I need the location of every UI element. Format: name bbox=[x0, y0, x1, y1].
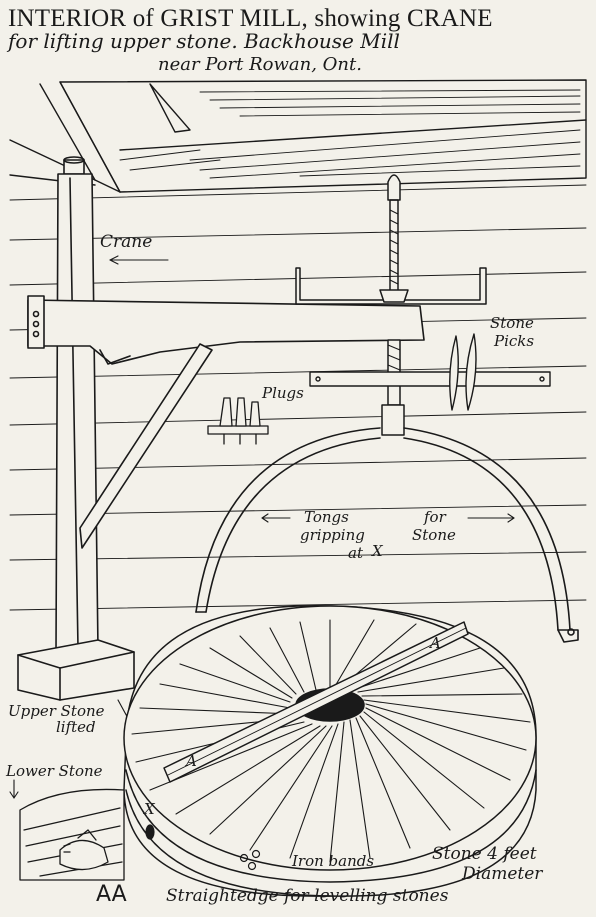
ceiling-hatching bbox=[119, 89, 581, 179]
crane-arm bbox=[27, 295, 425, 549]
label-for-stone-2: Stone bbox=[412, 526, 456, 544]
plugs bbox=[207, 397, 269, 445]
label-tongs-3: at bbox=[348, 544, 363, 562]
label-arrows bbox=[9, 255, 515, 799]
label-for-stone-1: for bbox=[424, 508, 446, 526]
lower-millstone bbox=[19, 788, 125, 881]
caption-aa: AA bbox=[96, 882, 127, 907]
caption-text: Straightedge for levelling stones bbox=[166, 886, 449, 906]
ceiling-beams bbox=[9, 79, 587, 193]
label-tongs-2: gripping bbox=[300, 526, 365, 544]
title-line-3: near Port Rowan, Ont. bbox=[158, 54, 362, 75]
label-stone-picks-1: Stone bbox=[490, 314, 534, 332]
marker-x: X bbox=[144, 800, 155, 818]
label-lower-stone: Lower Stone bbox=[6, 762, 103, 780]
label-upper-stone-1: Upper Stone bbox=[8, 702, 105, 720]
label-crane: Crane bbox=[100, 232, 153, 252]
crane-post bbox=[17, 156, 135, 701]
label-stone-size-2: Diameter bbox=[462, 864, 543, 884]
iron-band-bolts bbox=[145, 824, 261, 871]
label-stone-picks-2: Picks bbox=[494, 332, 535, 350]
marker-a-left: A bbox=[186, 752, 197, 770]
label-stone-size-1: Stone 4 feet bbox=[432, 844, 537, 864]
screw-assembly bbox=[295, 174, 487, 436]
title-line-2: for lifting upper stone. Backhouse Mill bbox=[8, 29, 400, 53]
stone-picks bbox=[309, 333, 551, 411]
label-plugs: Plugs bbox=[262, 384, 304, 402]
title-line-1: INTERIOR of GRIST MILL, showing CRANE bbox=[8, 5, 493, 32]
label-tongs-x: X bbox=[372, 542, 383, 560]
straightedge bbox=[163, 621, 469, 783]
marker-a-right: A bbox=[430, 634, 441, 652]
label-upper-stone-2: lifted bbox=[56, 718, 96, 736]
upper-millstone bbox=[123, 605, 537, 897]
label-iron-bands: Iron bands bbox=[292, 852, 375, 870]
tongs bbox=[195, 427, 579, 643]
label-tongs-1: Tongs bbox=[304, 508, 349, 526]
